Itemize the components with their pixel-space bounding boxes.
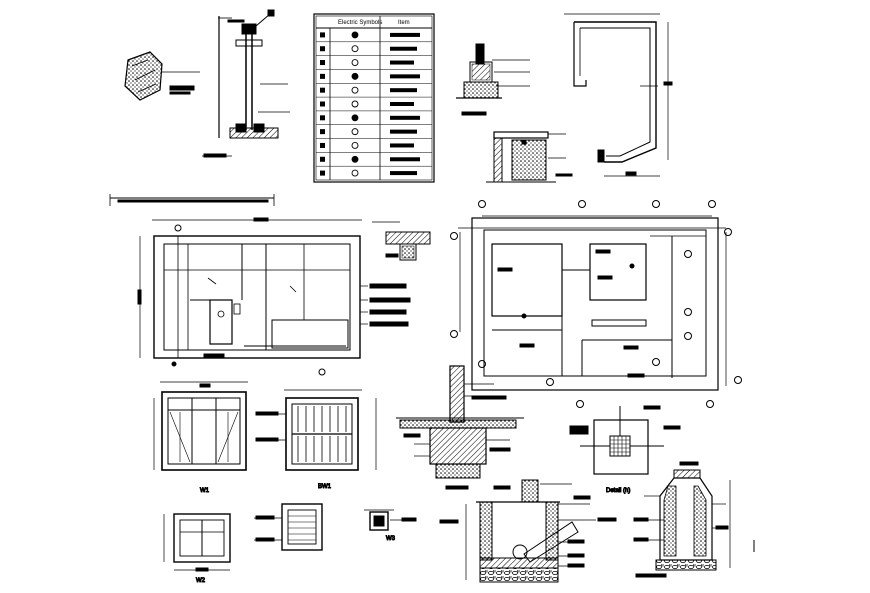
legend-item-text-mark: [390, 129, 417, 134]
stone-detail: [124, 51, 200, 101]
legend-item-text-mark: [390, 171, 417, 176]
legend-row-marker: [320, 73, 325, 79]
window-bw1-label: BW1: [318, 484, 332, 490]
point-symbol-icon: [351, 155, 359, 163]
window-w2-elevation: W2: [163, 513, 231, 585]
legend-row: [316, 165, 432, 177]
legend-row-marker: [320, 60, 325, 66]
legend-item-text-mark: [390, 46, 417, 51]
beam-section-detail: [372, 221, 431, 261]
window-w1-label: W1: [200, 488, 210, 494]
db-symbol-icon: [351, 142, 359, 149]
window-w1-elevation: W1: [153, 381, 248, 495]
column-section-detail: [456, 43, 530, 116]
window-bw1-elevation: BW1: [255, 389, 377, 491]
window-w3-elevation: W3: [364, 509, 417, 543]
legend-row: [316, 83, 432, 94]
plug-symbol-icon: [351, 86, 359, 94]
legend-item-text-mark: [390, 32, 420, 37]
footing-section-detail: [486, 131, 573, 183]
legend-item-text-mark: [390, 157, 420, 162]
legend-item-text-mark: [390, 60, 414, 65]
light-symbol-icon: [351, 114, 359, 122]
pit-section-detail: [633, 461, 755, 578]
legend-rows: [316, 31, 432, 177]
socket-symbol-icon: [351, 72, 359, 80]
legend-row: [316, 152, 432, 163]
legend-table: Electric Symbols Item: [313, 13, 435, 183]
bell-symbol-icon: [351, 59, 359, 66]
detail-h-label: Detail (h): [606, 488, 630, 494]
detail-h-plan: Detail (h): [569, 405, 681, 495]
legend-row-marker: [320, 115, 325, 121]
exhaust-symbol-icon: [351, 128, 359, 136]
inspection-chamber-section: [439, 479, 617, 583]
legend-row-marker: [320, 32, 325, 38]
title-strip: [109, 194, 275, 206]
window-w2-label: W2: [196, 578, 206, 584]
legend-row: [316, 110, 432, 122]
foundation-plan-right: [450, 200, 742, 408]
legend-row: [316, 69, 432, 80]
legend-row: [316, 55, 432, 66]
window-w3-label: W3: [386, 536, 396, 542]
legend-item-text-mark: [390, 143, 414, 148]
floor-plan-left: [137, 217, 411, 376]
legend-item-text-mark: [390, 74, 420, 79]
legend-row: [316, 138, 432, 149]
pole-detail: [202, 9, 290, 158]
legend-row: [320, 31, 420, 39]
legend-row-marker: [320, 156, 325, 162]
fan-symbol-icon: [351, 45, 359, 53]
legend-row-marker: [320, 101, 325, 107]
legend-row: [316, 41, 432, 53]
legend-header-symbols: Electric Symbols: [338, 20, 382, 26]
legend-row-marker: [320, 87, 325, 93]
legend-row-marker: [320, 142, 325, 148]
legend-header-item: Item: [398, 20, 410, 26]
legend-row-marker: [320, 129, 325, 135]
column-footing-section: [396, 365, 524, 490]
legend-row-marker: [320, 170, 325, 176]
legend-row: [316, 124, 432, 136]
wall-outline-plan: [564, 13, 673, 177]
legend-row-marker: [320, 46, 325, 52]
cable-symbol-icon: [351, 169, 359, 177]
ventilator-elevation: [254, 503, 323, 551]
meter-symbol-icon: [351, 100, 359, 108]
legend-row: [316, 96, 432, 108]
legend-item-text-mark: [390, 102, 414, 106]
legend-item-text-mark: [390, 88, 417, 93]
switch-symbol-icon: [351, 31, 359, 39]
legend-item-text-mark: [390, 115, 420, 120]
